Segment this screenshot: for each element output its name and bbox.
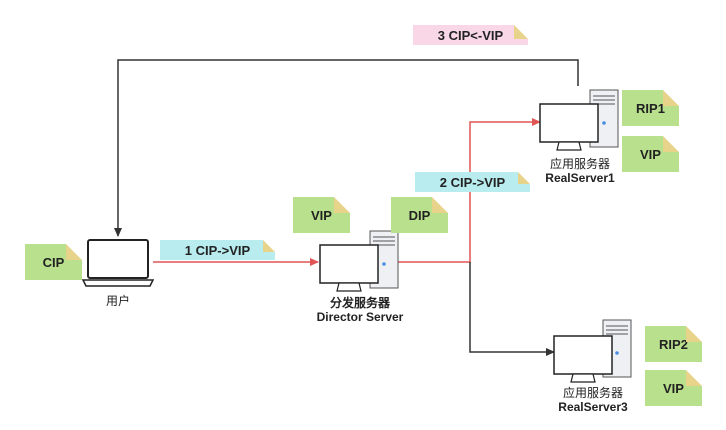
realserver1-label: 应用服务器 [549, 157, 610, 171]
cip-note: CIP [25, 244, 82, 280]
director-vip-note-text: VIP [311, 207, 332, 223]
realserver1-name: RealServer1 [545, 171, 615, 185]
cip-note-text: CIP [42, 254, 65, 270]
realserver1-icon [539, 89, 619, 151]
flow-step2-text: 2 CIP->VIP [439, 174, 506, 190]
director-vip-note: VIP [293, 197, 350, 233]
rs3-rip-note: RIP2 [645, 326, 702, 362]
director-name: Director Server [316, 310, 404, 324]
realserver3-icon [553, 319, 632, 383]
response-arrow-to-user [114, 59, 579, 237]
request-arrow-director-to-rs1 [398, 118, 541, 263]
director-dip-note: DIP [391, 197, 448, 233]
laptop-icon [81, 239, 155, 287]
director-server-icon [319, 230, 399, 292]
forward-arrow-director-to-rs3 [469, 262, 555, 356]
rs1-vip-note-text: VIP [640, 146, 661, 162]
director-dip-note-text: DIP [408, 207, 431, 223]
rs1-vip-note: VIP [622, 136, 679, 172]
flow-step2-tag: 2 CIP->VIP [415, 172, 530, 192]
rs3-rip-note-text: RIP2 [659, 336, 688, 352]
flow-step1-tag: 1 CIP->VIP [160, 240, 275, 260]
rs3-vip-note: VIP [645, 370, 702, 406]
rs1-rip-note-text: RIP1 [636, 100, 665, 116]
rs3-vip-note-text: VIP [663, 380, 684, 396]
director-label: 分发服务器 [329, 296, 390, 310]
realserver3-name: RealServer3 [558, 400, 628, 414]
realserver3-label: 应用服务器 [562, 386, 623, 400]
user-label: 用户 [105, 294, 130, 308]
flow-step1-text: 1 CIP->VIP [184, 242, 251, 258]
flow-step3-text: 3 CIP<-VIP [437, 27, 504, 43]
rs1-rip-note: RIP1 [622, 90, 679, 126]
flow-step3-tag: 3 CIP<-VIP [413, 25, 528, 45]
